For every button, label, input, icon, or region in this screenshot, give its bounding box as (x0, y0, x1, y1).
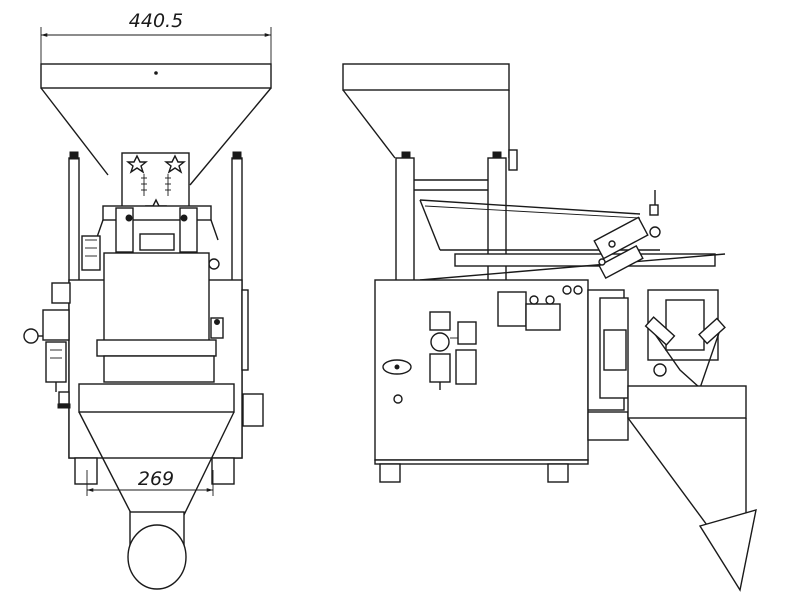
front-top-hopper (40, 63, 272, 186)
front-discharge-spout (127, 511, 187, 590)
front-weigh-bucket (96, 252, 224, 383)
side-top-hopper (342, 63, 518, 171)
side-tray-clamp (593, 190, 661, 279)
side-vibratory-tray (419, 199, 726, 281)
dimension-bottom-width: 269 (86, 468, 214, 496)
front-guide-plate (121, 152, 190, 218)
front-lower-funnel (74, 383, 235, 520)
front-side-box (242, 393, 264, 427)
side-weigh-bucket (644, 289, 726, 390)
dimension-bottom-width-label: 269 (138, 468, 174, 490)
front-gate-brackets (81, 205, 220, 271)
side-viewing-port (382, 359, 412, 404)
side-air-regulator (429, 311, 477, 390)
side-frame (395, 157, 507, 283)
front-air-regulator (23, 282, 71, 409)
side-view (342, 63, 757, 592)
dimension-top-width: 440.5 (40, 10, 272, 66)
side-lower-funnel (587, 385, 757, 592)
side-solenoid-valve (497, 285, 583, 331)
front-view: 440.5 (23, 10, 272, 590)
dimension-top-width-label: 440.5 (129, 10, 183, 32)
side-rear-bracket (587, 289, 629, 411)
